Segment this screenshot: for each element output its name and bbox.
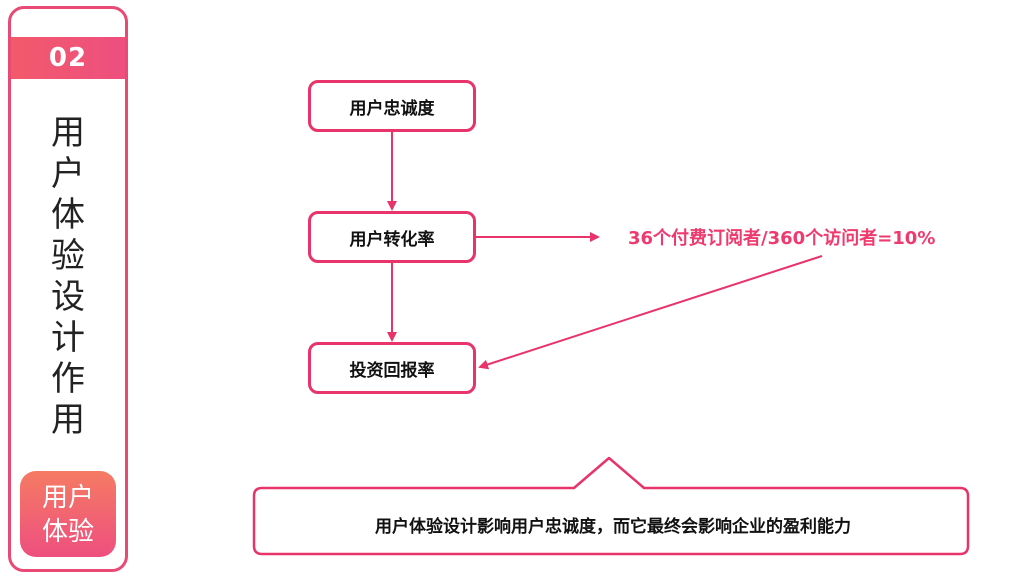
section-title-char: 户 <box>51 154 85 194</box>
summary-callout-bubble <box>252 456 970 556</box>
section-tag-line: 用户 <box>41 483 94 513</box>
section-sidebar: 02 用 户 体 验 设 计 作 用 用户 体验 <box>8 6 128 572</box>
section-number: 02 <box>11 37 125 79</box>
section-title-char: 用 <box>51 113 85 153</box>
section-title: 用 户 体 验 设 计 作 用 <box>11 113 125 441</box>
summary-text: 用户体验设计影响用户忠诚度，而它最终会影响企业的盈利能力 <box>375 516 851 537</box>
conversion-formula: 36个付费订阅者/360个访问者=10% <box>628 228 936 249</box>
section-title-char: 计 <box>51 318 85 358</box>
section-title-char: 验 <box>51 236 85 276</box>
node-user-conversion-rate: 用户转化率 <box>308 211 476 263</box>
section-tag-line: 体验 <box>41 517 94 547</box>
node-roi: 投资回报率 <box>308 342 476 394</box>
section-title-char: 作 <box>51 359 85 399</box>
section-tag: 用户 体验 <box>20 471 116 557</box>
arrow-formula-to-roi <box>478 255 823 370</box>
section-title-char: 设 <box>51 277 85 317</box>
node-user-loyalty: 用户忠诚度 <box>308 80 476 132</box>
section-title-char: 体 <box>51 195 85 235</box>
section-title-char: 用 <box>51 400 85 440</box>
